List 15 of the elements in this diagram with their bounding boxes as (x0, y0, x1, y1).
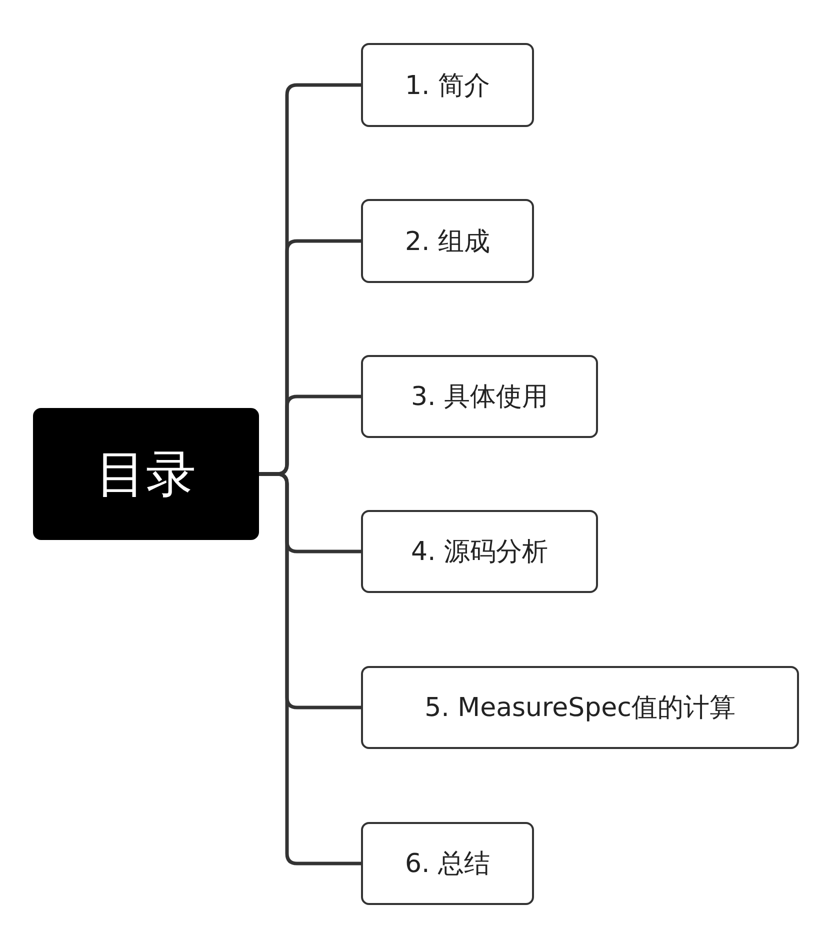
root-topic-box (33, 408, 259, 540)
topic-box (361, 43, 534, 127)
topic-label: 4. 源码分析 (410, 536, 548, 569)
topic-box (361, 822, 534, 905)
topic-box (361, 355, 598, 438)
topic-box (361, 666, 799, 749)
topic-label: 6. 总结 (404, 848, 490, 881)
topic-label: 2. 组成 (404, 226, 490, 258)
topic-box (361, 199, 534, 283)
topic-label: 5. MeasureSpec值的计算 (424, 692, 736, 725)
topic-label: 1. 简介 (404, 70, 490, 102)
root-topic-label: 目录 (96, 444, 196, 504)
connector-line (259, 472, 361, 866)
topic-box (361, 510, 598, 593)
topic-label: 3. 具体使用 (410, 381, 548, 414)
